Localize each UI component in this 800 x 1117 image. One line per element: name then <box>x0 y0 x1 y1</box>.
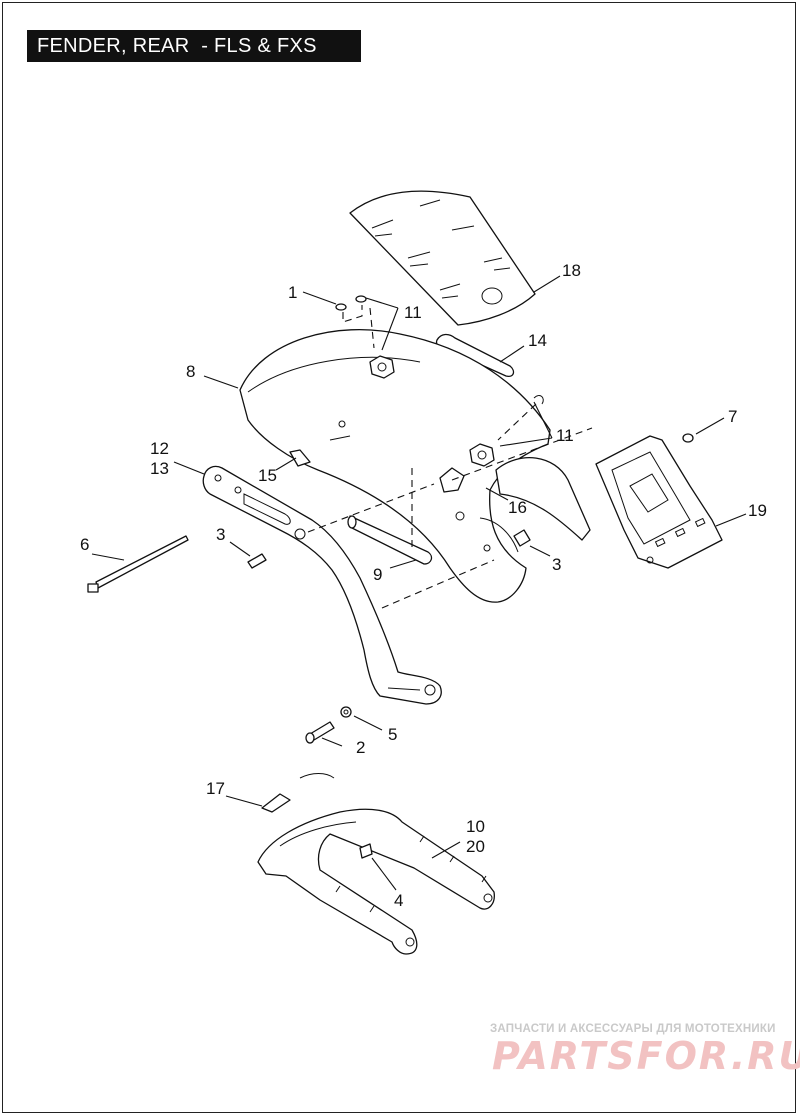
callout-3-left: 3 <box>216 525 225 544</box>
part-19-license-bracket[interactable] <box>595 435 723 569</box>
part-7-plug[interactable] <box>682 433 694 443</box>
callout-9: 9 <box>373 565 382 584</box>
part-5-washer[interactable] <box>340 706 352 718</box>
part-10-20-lower-bracket[interactable] <box>257 808 495 955</box>
part-18-fender-pad[interactable] <box>349 190 536 326</box>
part-9-spacer[interactable] <box>307 468 495 609</box>
callout-18: 18 <box>562 261 581 280</box>
callout-14: 14 <box>528 331 547 350</box>
part-2-bolt[interactable] <box>305 721 335 744</box>
callout-11-upper: 11 <box>404 303 422 322</box>
part-11-nut-upper[interactable] <box>369 355 395 379</box>
watermark-caption: ЗАПЧАСТИ И АКСЕССУАРЫ ДЛЯ МОТОТЕХНИКИ <box>490 1023 776 1035</box>
callout-16: 16 <box>508 498 527 517</box>
callout-4: 4 <box>394 891 403 910</box>
callout-10: 10 <box>466 817 485 836</box>
part-16-bracket[interactable] <box>439 427 593 541</box>
part-17-pad[interactable] <box>261 773 335 813</box>
callout-2: 2 <box>356 738 365 757</box>
callout-15: 15 <box>258 466 277 485</box>
callout-19: 19 <box>748 501 767 520</box>
callout-13: 13 <box>150 459 169 478</box>
part-15-clip[interactable] <box>289 449 311 467</box>
callout-7: 7 <box>728 407 737 426</box>
part-8-rear-fender[interactable] <box>239 328 551 603</box>
part-3-screw-left[interactable] <box>247 553 267 569</box>
leader-lines <box>91 275 747 891</box>
part-12-13-fender-support[interactable] <box>202 465 442 705</box>
callout-5: 5 <box>388 725 397 744</box>
part-6-cable-tie[interactable] <box>87 535 189 593</box>
callout-8: 8 <box>186 362 195 381</box>
part-11-nut-lower[interactable] <box>469 443 495 467</box>
page-title: FENDER, REAR - FLS & FXS <box>27 30 361 62</box>
watermark-logo: PARTSFOR.RU <box>492 1034 800 1078</box>
callout-3-right: 3 <box>552 555 561 574</box>
part-3-screw-right[interactable] <box>513 529 531 547</box>
callout-20: 20 <box>466 837 485 856</box>
callout-17: 17 <box>206 779 225 798</box>
callout-1: 1 <box>288 283 297 302</box>
callout-6: 6 <box>80 535 89 554</box>
part-4-screw[interactable] <box>359 843 373 859</box>
callout-11-lower: 11 <box>556 426 574 445</box>
part-1-washer[interactable] <box>335 295 544 441</box>
callout-12: 12 <box>150 439 169 458</box>
